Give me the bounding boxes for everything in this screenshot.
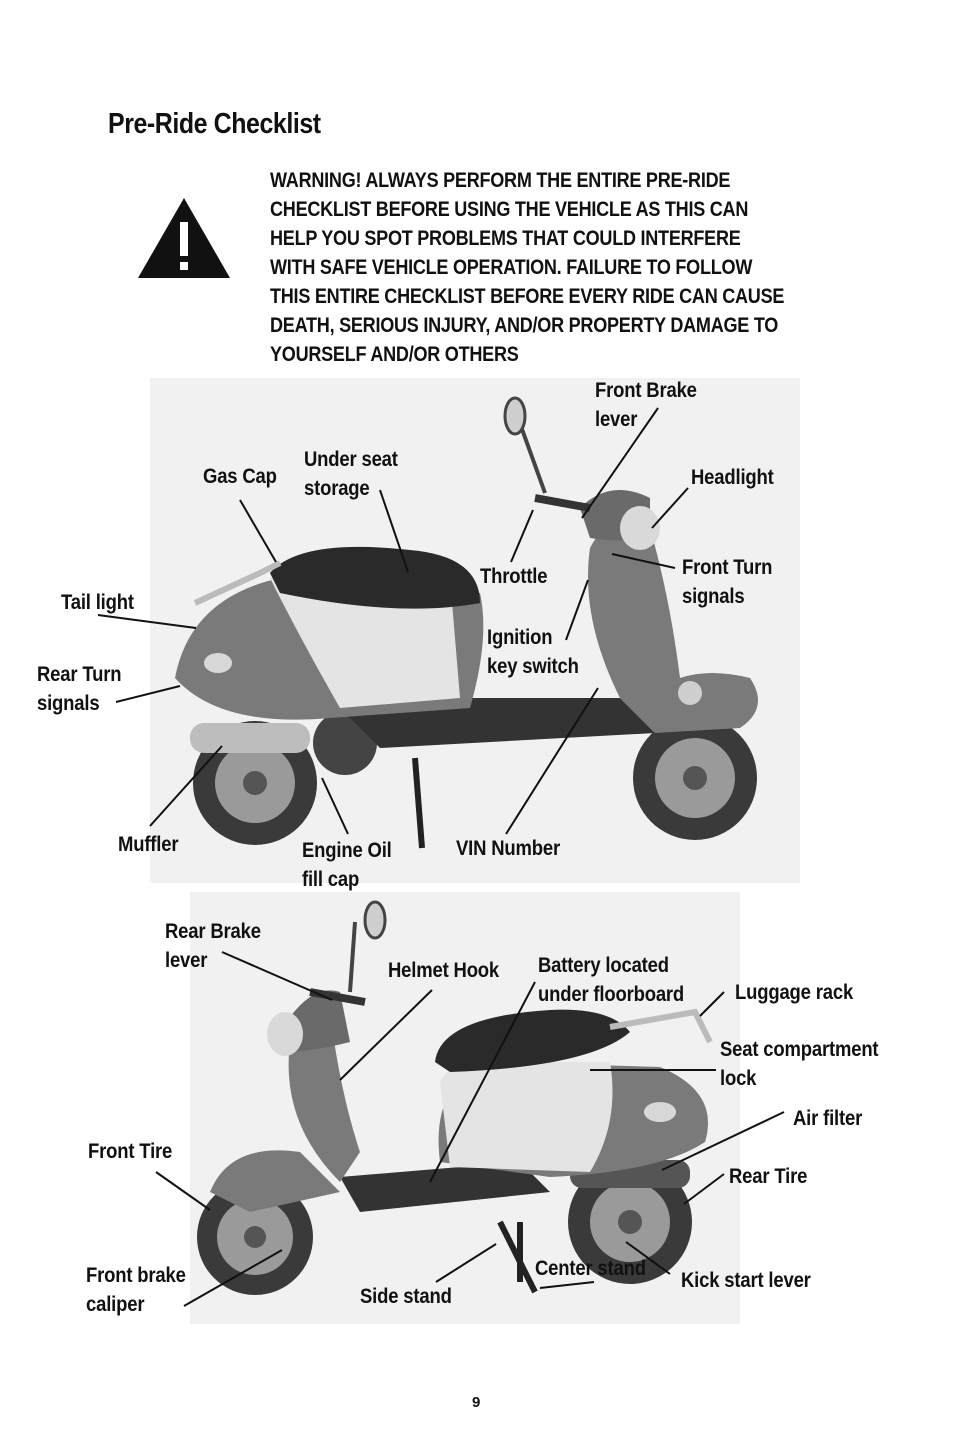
warning-line: DEATH, SERIOUS INJURY, AND/OR PROPERTY D… <box>270 314 779 337</box>
label-rear-turn-signals: Rear Turn signals <box>37 663 122 715</box>
label-center-stand: Center stand <box>535 1257 646 1280</box>
label-headlight: Headlight <box>691 466 774 489</box>
label-front-brake-caliper: Front brake caliper <box>86 1264 186 1316</box>
label-front-tire: Front Tire <box>88 1140 173 1163</box>
label-ignition-key-switch: Ignition key switch <box>487 626 579 678</box>
warning-line: YOURSELF AND/OR OTHERS <box>270 343 519 366</box>
page-title: Pre-Ride Checklist <box>108 108 321 140</box>
label-seat-compartment-lock: Seat compartment lock <box>720 1038 879 1090</box>
warning-triangle-icon <box>138 198 230 278</box>
label-muffler: Muffler <box>118 833 179 856</box>
label-kick-start-lever: Kick start lever <box>681 1269 811 1292</box>
scooter-photo-right-side <box>150 378 800 883</box>
warning-line: CHECKLIST BEFORE USING THE VEHICLE AS TH… <box>270 198 749 221</box>
label-rear-brake-lever: Rear Brake lever <box>165 920 261 972</box>
label-under-seat-storage: Under seat storage <box>304 448 398 500</box>
warning-line: WARNING! ALWAYS PERFORM THE ENTIRE PRE-R… <box>270 169 731 192</box>
label-throttle: Throttle <box>480 565 548 588</box>
scooter-illustration <box>175 396 758 849</box>
label-engine-oil-fill-cap: Engine Oil fill cap <box>302 839 392 891</box>
warning-line: THIS ENTIRE CHECKLIST BEFORE EVERY RIDE … <box>270 285 785 308</box>
label-battery: Battery located under floorboard <box>538 954 685 1006</box>
label-front-turn-signals: Front Turn signals <box>682 556 773 608</box>
label-helmet-hook: Helmet Hook <box>388 959 500 982</box>
label-rear-tire: Rear Tire <box>729 1165 808 1188</box>
warning-text: WARNING! ALWAYS PERFORM THE ENTIRE PRE-R… <box>270 166 855 369</box>
warning-line: WITH SAFE VEHICLE OPERATION. FAILURE TO … <box>270 256 753 279</box>
warning-line: HELP YOU SPOT PROBLEMS THAT COULD INTERF… <box>270 227 741 250</box>
label-tail-light: Tail light <box>61 591 134 614</box>
label-side-stand: Side stand <box>360 1285 452 1308</box>
label-vin-number: VIN Number <box>456 837 561 860</box>
page-number: 9 <box>472 1394 481 1411</box>
label-air-filter: Air filter <box>793 1107 863 1130</box>
label-front-brake-lever: Front Brake lever <box>595 379 697 431</box>
label-gas-cap: Gas Cap <box>203 465 277 488</box>
label-luggage-rack: Luggage rack <box>735 981 854 1004</box>
